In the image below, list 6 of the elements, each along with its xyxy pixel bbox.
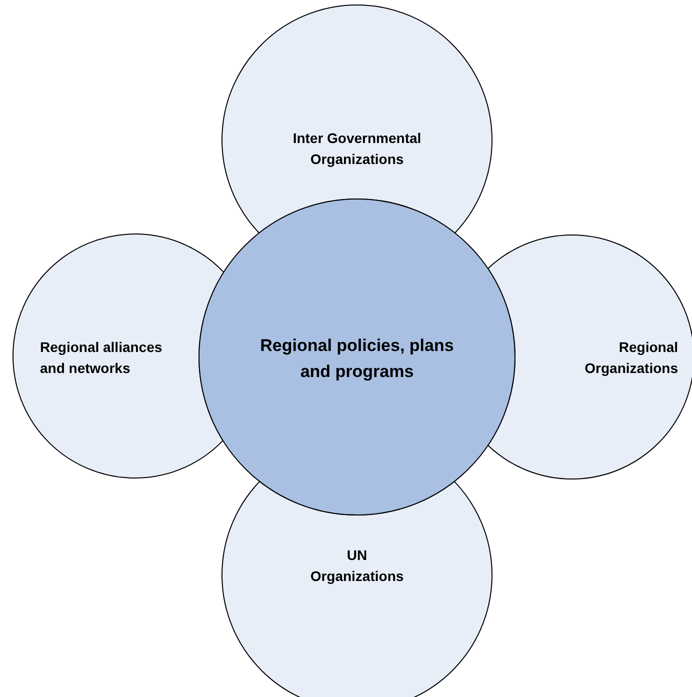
circle-label: Regional Organizations <box>584 338 678 378</box>
circle-label: Regional alliances and networks <box>40 338 164 378</box>
circle-label: UN Organizations <box>309 546 405 586</box>
circle-label: Regional policies, plans and programs <box>259 335 455 383</box>
circle-label: Inter Governmental Organizations <box>292 129 422 169</box>
circle <box>198 198 516 516</box>
